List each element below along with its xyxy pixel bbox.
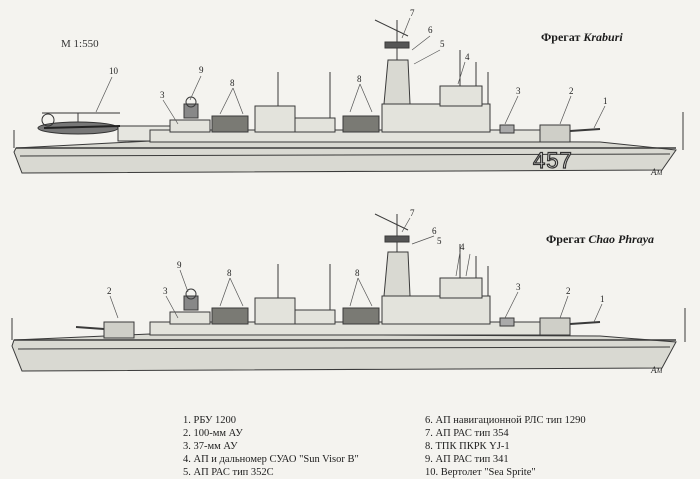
legend-item: 2. 100-мм АУ: [183, 428, 243, 439]
svg-text:9: 9: [177, 260, 182, 270]
svg-text:5: 5: [440, 39, 445, 49]
svg-text:2: 2: [569, 86, 574, 96]
legend-right: 6. АП навигационной РЛС тип 1290 7. АП Р…: [425, 414, 586, 479]
legend-item: 8. ТПК ПКРК YJ-1: [425, 441, 510, 452]
ship-kraburi-drawing: [13, 17, 684, 174]
hull-number: 457: [532, 147, 573, 173]
svg-text:8: 8: [357, 74, 362, 84]
svg-text:7: 7: [410, 208, 415, 218]
legend-left: 1. РБУ 1200 2. 100-мм АУ 3. 37-мм АУ 4. …: [183, 414, 359, 479]
svg-text:5: 5: [437, 236, 442, 246]
legend-item: 9. АП РАС тип 341: [425, 454, 509, 465]
gun-turret: [103, 321, 135, 339]
svg-text:1: 1: [600, 294, 605, 304]
legend-item: 7. АП РАС тип 354: [425, 428, 509, 439]
signature: Ам: [651, 365, 663, 375]
ship-chao-phraya-drawing: [11, 213, 686, 372]
svg-text:10: 10: [109, 66, 119, 76]
svg-text:8: 8: [230, 78, 235, 88]
gun-turret: [539, 124, 571, 143]
svg-text:7: 7: [410, 8, 415, 18]
title-name: Chao Phraya: [588, 232, 655, 246]
title-name: Kraburi: [583, 30, 623, 44]
svg-text:4: 4: [465, 52, 470, 62]
svg-text:2: 2: [566, 286, 571, 296]
hull: [13, 140, 677, 174]
svg-text:6: 6: [432, 226, 437, 236]
svg-text:1: 1: [603, 96, 608, 106]
legend-item: 5. АП РАС тип 352С: [183, 467, 274, 478]
svg-text:3: 3: [160, 90, 165, 100]
legend-item: 3. 37-мм АУ: [183, 441, 238, 452]
svg-text:3: 3: [516, 282, 521, 292]
svg-text:4: 4: [460, 242, 465, 252]
helicopter-icon: [37, 112, 121, 135]
gun-turret: [539, 317, 571, 336]
legend-item: 6. АП навигационной РЛС тип 1290: [425, 415, 586, 426]
svg-text:9: 9: [199, 65, 204, 75]
svg-text:8: 8: [227, 268, 232, 278]
svg-text:8: 8: [355, 268, 360, 278]
signature: Ам: [651, 167, 663, 177]
ship-title-chao-phraya: Фрегат Chao Phraya: [546, 232, 654, 247]
title-prefix: Фрегат: [546, 232, 586, 246]
svg-text:3: 3: [163, 286, 168, 296]
svg-text:3: 3: [516, 86, 521, 96]
legend-item: 10. Вертолет "Sea Sprite": [425, 467, 536, 478]
ship-title-kraburi: Фрегат Kraburi: [541, 30, 623, 45]
scale-label: М 1:550: [61, 38, 99, 50]
svg-text:2: 2: [107, 286, 112, 296]
legend-item: 1. РБУ 1200: [183, 415, 237, 426]
legend-item: 4. АП и дальномер СУАО "Sun Visor B": [183, 454, 359, 465]
svg-text:6: 6: [428, 25, 433, 35]
title-prefix: Фрегат: [541, 30, 581, 44]
